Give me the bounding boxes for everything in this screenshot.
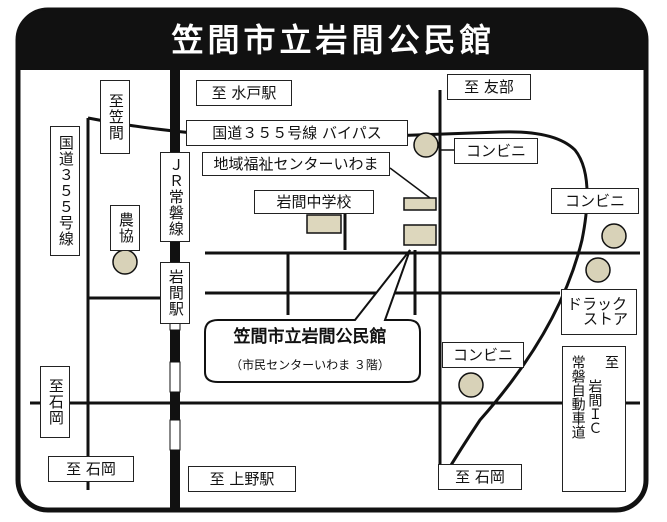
label-drugstore: ドラック ストア: [561, 289, 637, 335]
label-iwama-station: 岩間駅: [160, 262, 190, 324]
label-to-kasama: 至笠間: [100, 80, 130, 154]
poi-conbini-south: [458, 372, 484, 398]
label-to-ishioka-bottom-right: 至 石岡: [438, 464, 522, 490]
kominkan-building: [403, 224, 437, 246]
label-drugstore-line1: ドラック: [567, 295, 628, 313]
label-jr-line: ＪＲ常磐線: [160, 152, 190, 242]
title-band: [18, 10, 646, 70]
page-title: 笠間市立岩間公民館: [171, 21, 496, 59]
label-ic-col-highway: 常磐自動車道: [569, 355, 586, 439]
callout-kominkan-sub: （市民センターいわま ３階）: [230, 358, 390, 372]
poi-conbini-east: [601, 223, 627, 249]
poi-conbini-north: [413, 132, 439, 158]
label-ic-col-to: 至: [603, 355, 620, 369]
label-junior-high: 岩間中学校: [254, 190, 374, 214]
label-nokyo: 農協: [110, 205, 140, 251]
label-route355: 国道３５５号線: [50, 126, 80, 256]
pointer-welfare: [389, 167, 431, 199]
junior-high-building: [306, 214, 342, 234]
label-ic-col-iwama: 岩間ＩＣ: [586, 379, 603, 435]
welfare-building: [403, 197, 437, 211]
label-to-ishioka-left: 至石岡: [40, 366, 70, 438]
label-to-ishioka-bottom-left: 至 石岡: [48, 456, 134, 482]
label-drugstore-line2: ストア: [583, 310, 629, 328]
label-conbini-south: コンビニ: [442, 342, 524, 368]
label-bypass: 国道３５５号線 バイパス: [186, 120, 408, 146]
label-to-ueno: 至 上野駅: [188, 466, 296, 492]
label-conbini-east: コンビニ: [551, 188, 639, 214]
roads: [30, 90, 640, 490]
label-to-mito: 至 水戸駅: [196, 80, 292, 106]
label-welfare-center: 地域福祉センターいわま: [202, 152, 390, 176]
label-to-tomobe: 至 友部: [447, 74, 531, 100]
poi-nokyo: [112, 249, 138, 275]
callout-bubble: [204, 249, 421, 383]
poi-drugstore: [585, 257, 611, 283]
callout-kominkan-name: 笠間市立岩間公民館: [233, 327, 387, 347]
label-iwama-ic: 常磐自動車道 岩間ＩＣ 至: [562, 346, 626, 492]
label-conbini-north: コンビニ: [454, 138, 538, 164]
